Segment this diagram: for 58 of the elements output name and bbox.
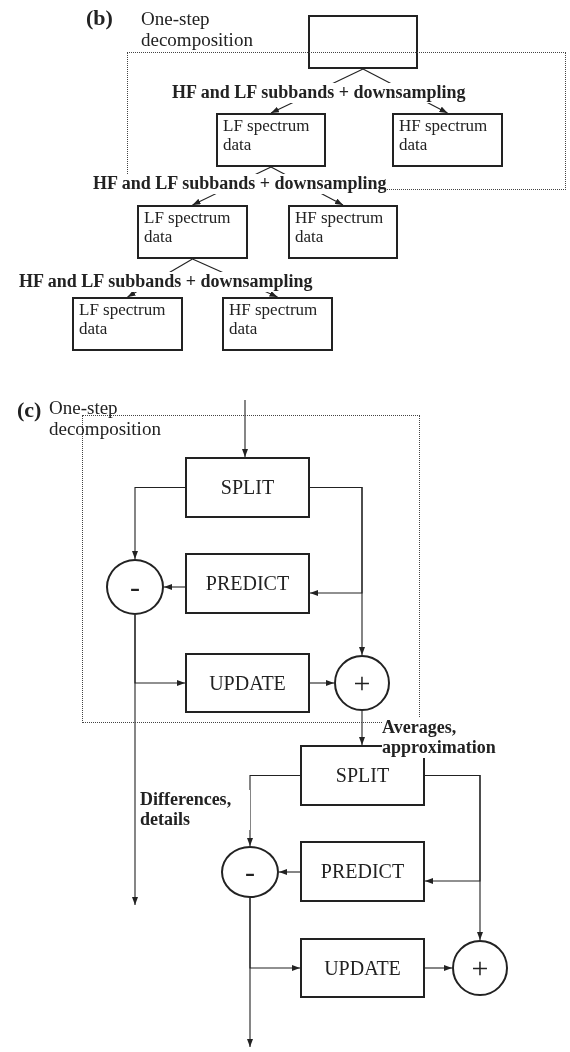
arrow <box>247 774 301 847</box>
panel-label: (c) <box>17 398 42 423</box>
node-text: HF spectrum data <box>399 116 488 154</box>
arrow <box>424 774 483 941</box>
arrow <box>134 614 186 686</box>
arrow <box>362 68 449 114</box>
node-text: LF spectrum data <box>144 208 231 246</box>
node-text: HF spectrum data <box>295 208 384 246</box>
node-text: UPDATE <box>324 956 401 980</box>
process-box <box>137 205 248 259</box>
arrow <box>132 486 186 560</box>
process-box <box>185 457 310 518</box>
process-box <box>392 113 503 167</box>
process-box <box>300 938 425 998</box>
node-text: HF spectrum data <box>229 300 318 338</box>
arrow <box>191 258 279 298</box>
process-box <box>185 553 310 614</box>
process-box <box>185 653 310 713</box>
arrow <box>249 897 301 971</box>
node-text: PREDICT <box>320 860 405 883</box>
empty-box <box>308 15 418 69</box>
step-label: HF and LF subbands + downsampling <box>19 272 313 292</box>
operator-circle <box>334 655 390 711</box>
process-box <box>288 205 398 259</box>
arrow <box>163 584 186 590</box>
node-text: SPLIT <box>220 476 275 499</box>
operator-symbol: + <box>471 953 489 983</box>
operator-circle <box>221 846 279 898</box>
node-text: SPLIT <box>335 764 390 787</box>
node-text: LF spectrum data <box>223 116 310 154</box>
arrow <box>126 258 194 298</box>
node-text: LF spectrum data <box>79 300 166 338</box>
process-box <box>300 841 425 902</box>
arrow <box>309 680 335 686</box>
process-box <box>222 297 333 351</box>
arrow <box>424 965 453 971</box>
process-box <box>216 113 326 167</box>
node-text: UPDATE <box>209 671 286 695</box>
operator-symbol: - <box>245 857 255 887</box>
panel-label: (b) <box>86 6 113 31</box>
arrow <box>191 166 272 206</box>
operator-symbol: - <box>130 572 140 602</box>
arrow <box>242 399 248 458</box>
operator-circle <box>106 559 164 615</box>
step-label: HF and LF subbands + downsampling <box>172 83 466 103</box>
node-text: PREDICT <box>205 572 290 595</box>
arrow <box>270 166 344 206</box>
edge-label: Differences, details <box>140 790 250 830</box>
region-heading: One-step decomposition <box>141 9 254 51</box>
arrow <box>278 869 301 875</box>
arrow <box>270 68 364 114</box>
region-heading: One-step decomposition <box>49 398 162 440</box>
step-label: HF and LF subbands + downsampling <box>93 174 387 194</box>
operator-circle <box>452 940 508 996</box>
operator-symbol: + <box>353 668 371 698</box>
arrow <box>309 486 365 656</box>
arrow <box>359 710 365 746</box>
process-box <box>72 297 183 351</box>
